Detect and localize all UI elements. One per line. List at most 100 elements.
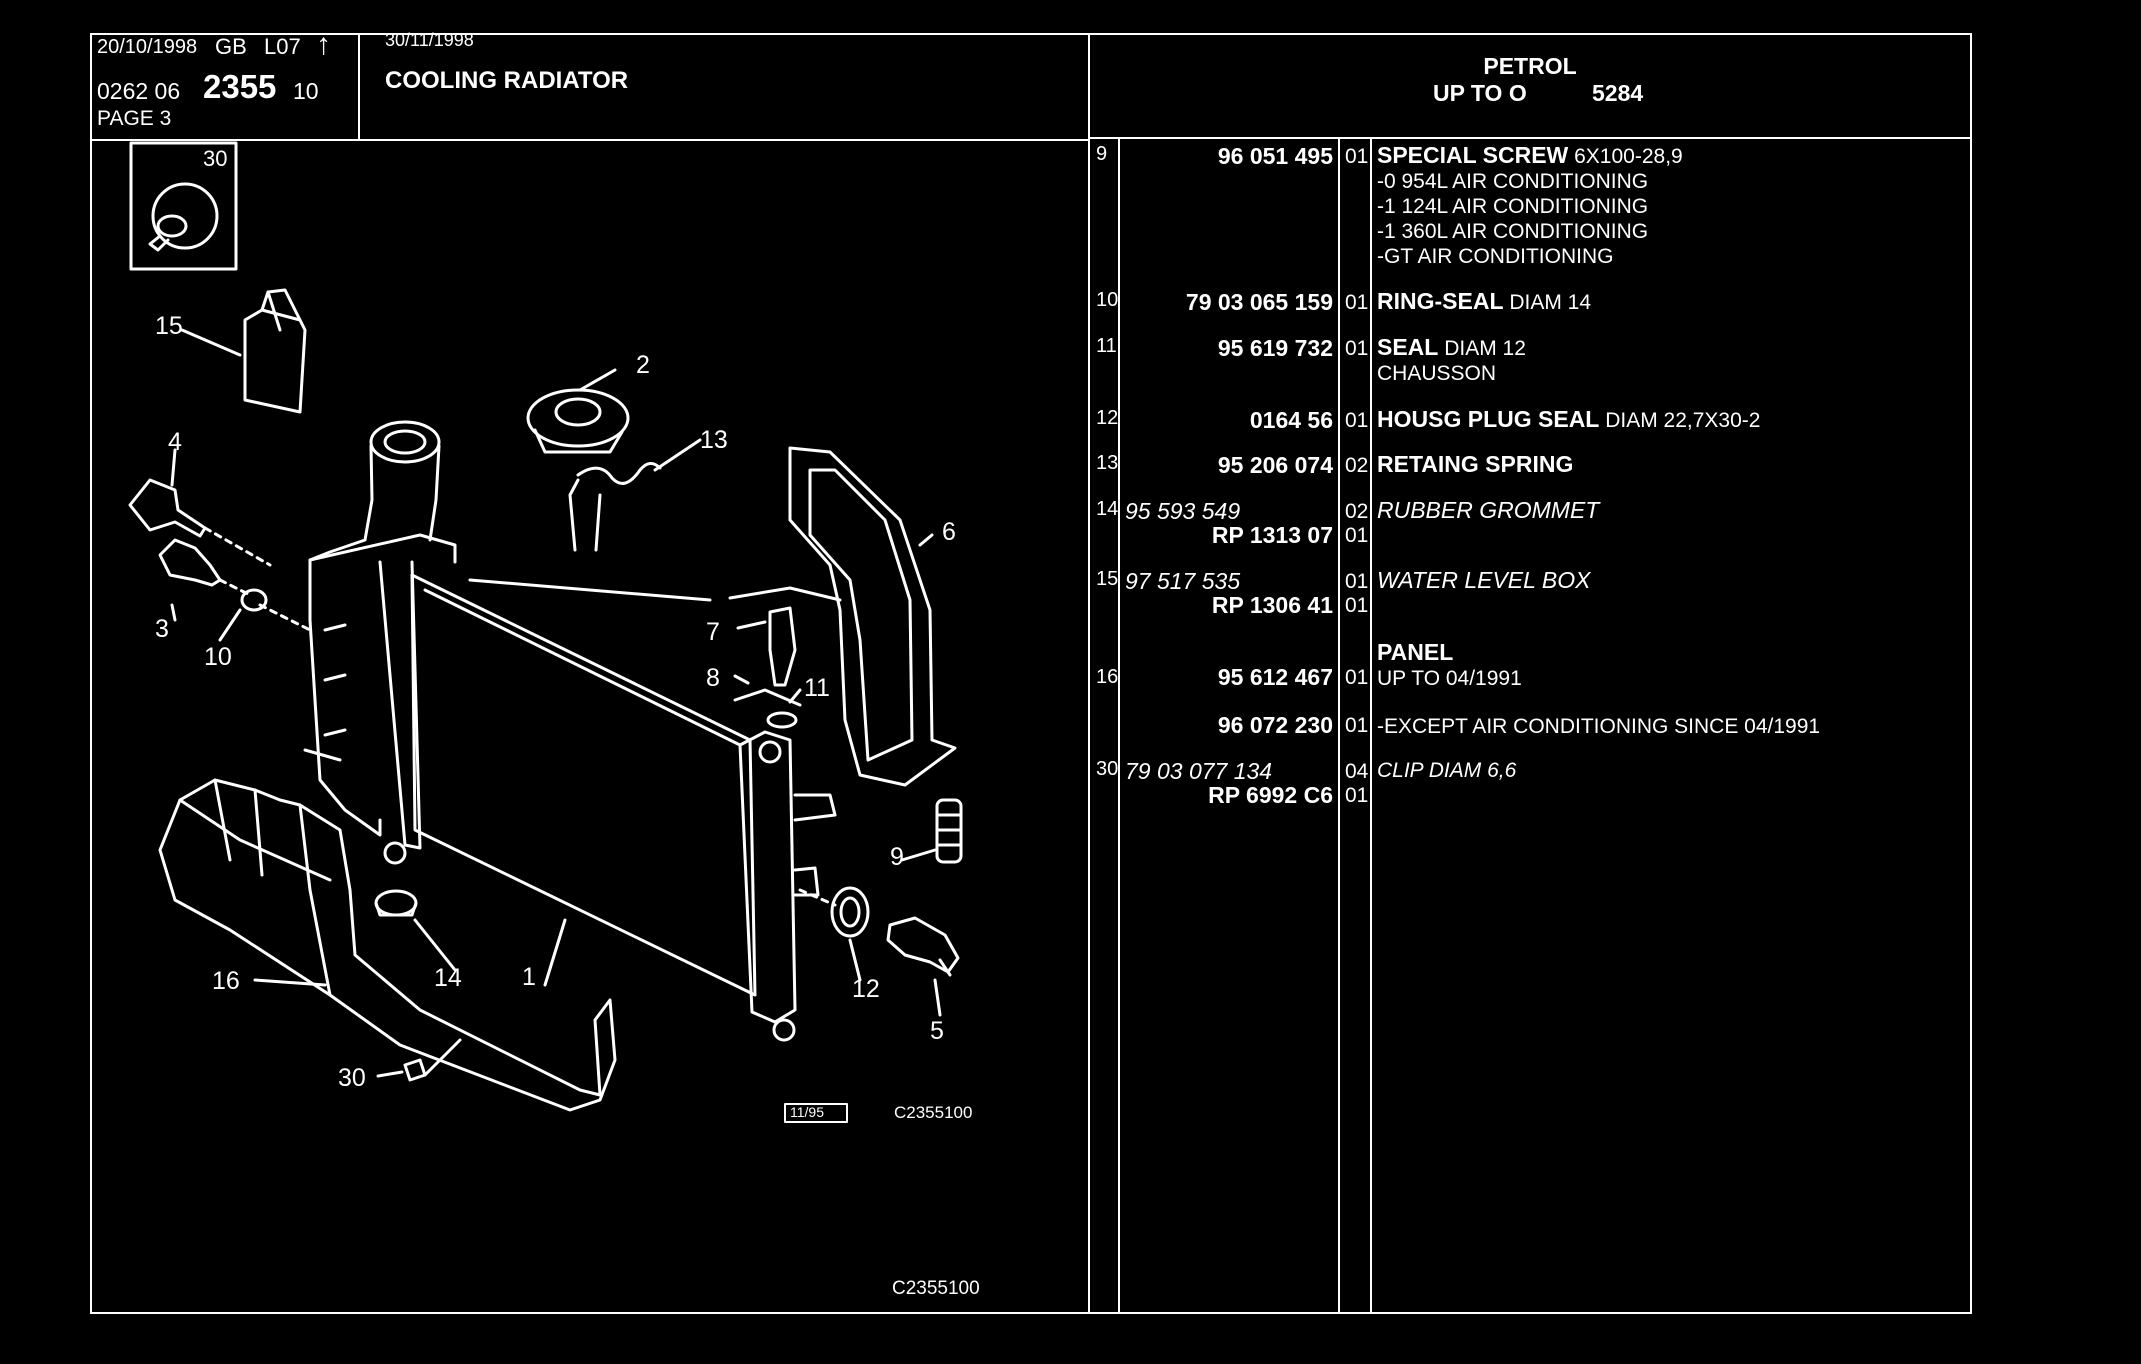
part-reference: 95 206 074 <box>1217 452 1333 478</box>
diagram-code-small: C2355100 <box>894 1103 973 1122</box>
part-detail: DIAM 14 <box>1509 291 1592 314</box>
item-number: 16 <box>1096 666 1119 688</box>
part-note: -1 124L AIR CONDITIONING <box>1377 195 1649 218</box>
part-quantity-2: 01 <box>1345 524 1369 547</box>
callout-4: 4 <box>168 428 182 456</box>
part-detail: DIAM 12 <box>1444 337 1526 360</box>
part-name: SPECIAL SCREW <box>1377 142 1569 168</box>
part-group: PANEL <box>1377 639 1454 665</box>
callout-5: 5 <box>930 1017 944 1045</box>
part-reference-alt: 95 593 549 <box>1125 498 1241 524</box>
header-page: PAGE 3 <box>97 107 172 130</box>
callout-2: 2 <box>636 351 650 379</box>
side-panel-shape <box>788 446 957 787</box>
callout-13: 13 <box>700 426 728 454</box>
part-name: RETAING SPRING <box>1377 451 1574 477</box>
part-reference: RP 1313 07 <box>1211 522 1333 548</box>
part-quantity: 01 <box>1345 145 1369 168</box>
header-level: L07 <box>264 34 301 59</box>
part-note: -EXCEPT AIR CONDITIONING SINCE 04/1991 <box>1377 715 1821 738</box>
item-number: 10 <box>1096 289 1119 311</box>
part-quantity: 01 <box>1345 666 1369 689</box>
item-number: 14 <box>1096 498 1119 520</box>
retaining-spring-shape <box>568 462 662 552</box>
divider-col-ref <box>1338 139 1340 1314</box>
sheet-frame <box>90 33 1972 1314</box>
divider-header <box>358 33 360 139</box>
header-date-center: 30/11/1998 <box>385 30 474 50</box>
part-reference-alt: 97 517 535 <box>1125 568 1241 594</box>
part-name: CLIP DIAM 6,6 <box>1377 759 1517 782</box>
inset-number: 30 <box>203 146 228 171</box>
clip-icon <box>148 182 219 252</box>
part-quantity-2: 01 <box>1345 594 1369 617</box>
header-date-left: 20/10/1998 <box>97 36 198 58</box>
radiator-cap-shape <box>526 388 630 454</box>
part-quantity: 01 <box>1345 291 1369 314</box>
part-name: RUBBER GROMMET <box>1377 497 1600 523</box>
callout-6: 6 <box>942 518 956 546</box>
callout-7: 7 <box>706 618 720 646</box>
divider-header-bottom-right <box>1088 137 1972 139</box>
divider-header-bottom-left <box>90 139 1090 141</box>
part-reference: 79 03 065 159 <box>1185 289 1333 315</box>
callout-15: 15 <box>155 312 183 340</box>
water-level-box-shape <box>243 288 307 414</box>
page-title: COOLING RADIATOR <box>385 67 629 94</box>
lower-panel-shape <box>158 778 617 1112</box>
header-ref-main: 2355 <box>203 68 277 105</box>
drain-plug-shape <box>733 606 802 729</box>
part-reference: 96 051 495 <box>1217 143 1333 169</box>
part-detail: 6X100-28,9 <box>1574 145 1683 168</box>
clip-small-shape <box>403 1058 427 1082</box>
callout-3: 3 <box>155 615 169 643</box>
header-range-number: 5284 <box>1592 80 1644 106</box>
header-range: UP TO O <box>1433 80 1527 106</box>
callout-14: 14 <box>434 964 462 992</box>
part-name: WATER LEVEL BOX <box>1377 567 1591 593</box>
part-reference: 0164 56 <box>1249 407 1333 433</box>
header-ref-prefix: 0262 06 <box>97 78 181 104</box>
part-quantity: 04 <box>1345 760 1369 783</box>
part-reference: 96 072 230 <box>1217 712 1333 738</box>
plug-seal-shape <box>830 886 870 938</box>
part-reference-alt: 79 03 077 134 <box>1125 758 1273 784</box>
part-name: RING-SEAL <box>1377 288 1504 314</box>
part-note: -GT AIR CONDITIONING <box>1377 245 1614 268</box>
part-quantity: 01 <box>1345 714 1369 737</box>
part-quantity: 01 <box>1345 570 1369 593</box>
item-number: 11 <box>1096 335 1117 357</box>
part-reference: RP 1306 41 <box>1211 592 1333 618</box>
callout-1: 1 <box>522 963 536 991</box>
part-reference: RP 6992 C6 <box>1208 782 1333 808</box>
item-number: 12 <box>1096 407 1119 429</box>
part-quantity: 02 <box>1345 454 1369 477</box>
part-reference: 95 612 467 <box>1217 664 1333 690</box>
part-reference: 95 619 732 <box>1217 335 1333 361</box>
right-tank-shape <box>738 730 837 1042</box>
part-note: -0 954L AIR CONDITIONING <box>1377 170 1649 193</box>
part-note: CHAUSSON <box>1377 362 1497 385</box>
part-name: SEAL <box>1377 334 1439 360</box>
item-number: 30 <box>1096 758 1119 780</box>
exploded-diagram <box>128 141 963 1123</box>
callout-12: 12 <box>852 975 880 1003</box>
divider-col-qty <box>1370 139 1372 1314</box>
diagram-code-bottom: C2355100 <box>892 1278 980 1299</box>
ring-seal-shape <box>240 588 268 612</box>
item-number: 15 <box>1096 568 1119 590</box>
part-note: -1 360L AIR CONDITIONING <box>1377 220 1649 243</box>
sensor-5-shape <box>886 916 960 977</box>
callout-10: 10 <box>204 643 232 671</box>
callout-11: 11 <box>804 674 830 702</box>
divider-col-no <box>1118 139 1120 1314</box>
part-detail: DIAM 22,7X30-2 <box>1605 409 1761 432</box>
left-tank-shape <box>303 420 457 865</box>
callout-9: 9 <box>890 843 904 871</box>
item-number: 9 <box>1096 143 1108 165</box>
part-quantity: 01 <box>1345 409 1369 432</box>
header-engine: PETROL <box>1483 53 1577 79</box>
sensor-4-shape <box>128 478 207 538</box>
part-quantity: 02 <box>1345 500 1369 523</box>
grommet-shape <box>374 889 418 917</box>
